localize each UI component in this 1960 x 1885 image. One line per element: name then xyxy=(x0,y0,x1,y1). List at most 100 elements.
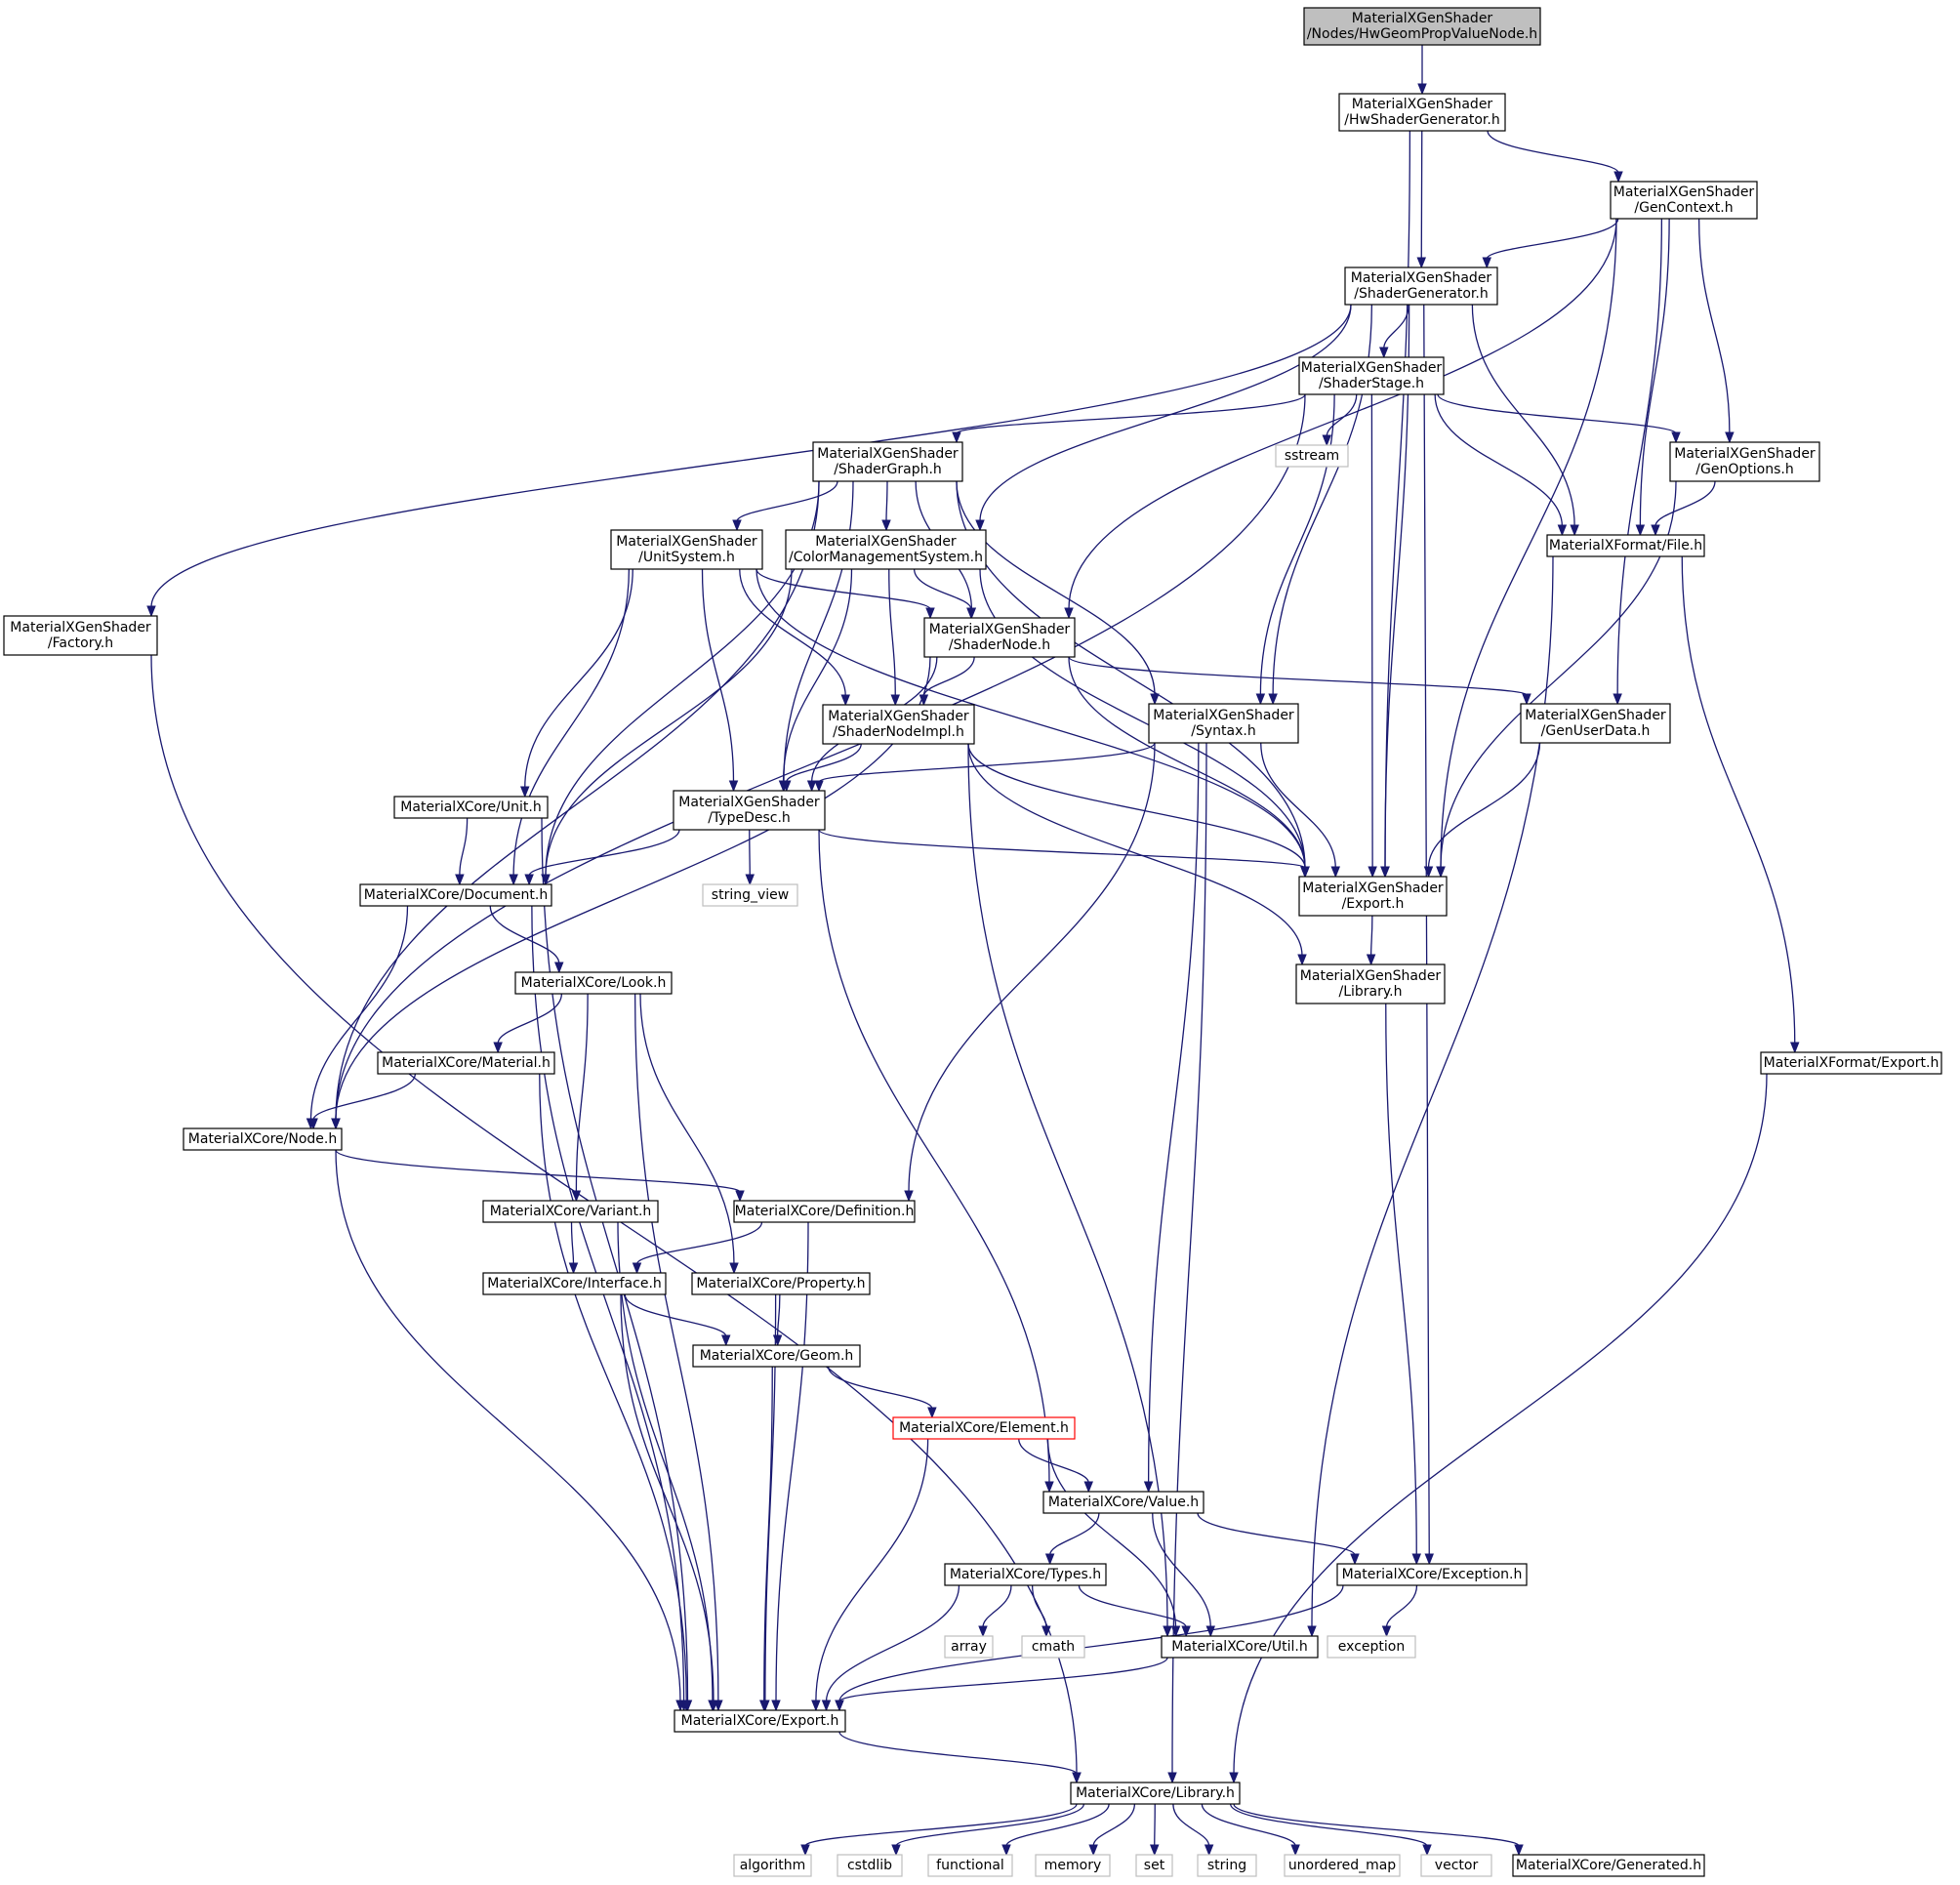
edge-gslib-to-exception xyxy=(1385,1003,1421,1566)
node-element[interactable]: MaterialXCore/Element.h xyxy=(892,1416,1076,1440)
edge-line xyxy=(150,304,1352,608)
node-gud[interactable]: MaterialXGenShader/GenUserData.h xyxy=(1520,703,1671,744)
node-shstage[interactable]: MaterialXGenShader/ShaderStage.h xyxy=(1298,356,1445,395)
edge-line xyxy=(1197,1512,1356,1556)
node-gslib[interactable]: MaterialXGenShader/Library.h xyxy=(1295,963,1446,1004)
edge-line xyxy=(1697,218,1731,434)
node-syntax[interactable]: MaterialXGenShader/Syntax.h xyxy=(1148,703,1299,744)
arrowhead-icon xyxy=(728,780,739,793)
node-box xyxy=(673,790,826,831)
node-label: MaterialXCore/Document.h xyxy=(364,887,548,903)
node-geom[interactable]: MaterialXCore/Geom.h xyxy=(692,1344,861,1368)
node-cstdlib: cstdlib xyxy=(837,1854,903,1877)
edge-line xyxy=(635,1221,763,1265)
edge-line xyxy=(838,1731,1078,1775)
edge-unitsys-to-shnode xyxy=(755,568,935,620)
node-fmtexport[interactable]: MaterialXFormat/Export.h xyxy=(1760,1051,1942,1075)
edge-line xyxy=(749,829,751,877)
node-box xyxy=(785,529,987,570)
node-shgraph[interactable]: MaterialXGenShader/ShaderGraph.h xyxy=(812,441,963,482)
node-factory[interactable]: MaterialXGenShader/Factory.h xyxy=(3,615,158,656)
arrowhead-icon xyxy=(1064,607,1074,620)
edge-snimpl-to-util xyxy=(967,743,1172,1638)
node-unitsys[interactable]: MaterialXGenShader/UnitSystem.h xyxy=(610,529,763,570)
node-document[interactable]: MaterialXCore/Document.h xyxy=(359,883,552,907)
node-genopt[interactable]: MaterialXGenShader/GenOptions.h xyxy=(1669,441,1820,482)
arrowhead-icon xyxy=(1083,1481,1093,1494)
node-filefmt[interactable]: MaterialXFormat/File.h xyxy=(1546,534,1705,557)
node-snimpl[interactable]: MaterialXGenShader/ShaderNodeImpl.h xyxy=(822,704,975,745)
node-hwsg[interactable]: MaterialXGenShader/HwShaderGenerator.h xyxy=(1338,93,1506,132)
node-coreexport[interactable]: MaterialXCore/Export.h xyxy=(674,1709,846,1733)
node-corelib[interactable]: MaterialXCore/Library.h xyxy=(1070,1782,1241,1805)
node-variant[interactable]: MaterialXCore/Variant.h xyxy=(482,1200,659,1223)
node-node[interactable]: MaterialXCore/Node.h xyxy=(183,1127,343,1151)
node-label: /ShaderGenerator.h xyxy=(1354,286,1488,302)
arrowhead-icon xyxy=(745,874,755,886)
edge-corelib-to-vector xyxy=(1229,1803,1432,1857)
edge-line xyxy=(1486,218,1619,260)
node-cms[interactable]: MaterialXGenShader/ColorManagementSystem… xyxy=(785,529,987,570)
node-material[interactable]: MaterialXCore/Material.h xyxy=(377,1051,555,1075)
arrowhead-icon xyxy=(1001,1844,1011,1857)
edge-document-to-coreexport xyxy=(531,905,689,1712)
node-label: MaterialXGenShader xyxy=(817,446,959,462)
edge-unit-to-coreexport xyxy=(541,817,693,1712)
edge-line xyxy=(888,568,896,697)
node-label: MaterialXGenShader xyxy=(1352,11,1493,26)
edge-line xyxy=(1437,393,1677,434)
edge-line xyxy=(1154,1803,1156,1847)
node-typedesc[interactable]: MaterialXGenShader/TypeDesc.h xyxy=(673,790,826,831)
edge-line xyxy=(1031,1584,1047,1628)
edge-look-to-variant xyxy=(571,993,589,1203)
arrowhead-icon xyxy=(1350,1553,1360,1566)
edge-line xyxy=(1434,393,1564,527)
node-shgen[interactable]: MaterialXGenShader/ShaderGenerator.h xyxy=(1344,266,1498,306)
node-definition[interactable]: MaterialXCore/Definition.h xyxy=(733,1200,916,1223)
edge-types-to-array xyxy=(978,1584,1012,1638)
edge-line xyxy=(497,993,563,1045)
node-generated[interactable]: MaterialXCore/Generated.h xyxy=(1512,1854,1705,1877)
arrowhead-icon xyxy=(978,1625,988,1638)
node-label: MaterialXCore/Exception.h xyxy=(1342,1567,1523,1582)
node-types[interactable]: MaterialXCore/Types.h xyxy=(944,1563,1107,1586)
edge-line xyxy=(956,480,1306,869)
node-box xyxy=(514,971,673,995)
arrowhead-icon xyxy=(927,1407,937,1419)
node-box xyxy=(482,1200,659,1223)
edge-line xyxy=(335,1149,741,1193)
edge-cms-to-typedesc xyxy=(778,568,853,793)
edge-filefmt-to-util xyxy=(1307,555,1554,1638)
node-root[interactable]: MaterialXGenShader/Nodes/HwGeomPropValue… xyxy=(1303,7,1541,46)
node-unit[interactable]: MaterialXCore/Unit.h xyxy=(393,796,549,819)
edge-document-to-look xyxy=(489,905,564,974)
node-label: MaterialXGenShader xyxy=(929,622,1071,637)
node-box xyxy=(927,1854,1013,1877)
node-label: /ShaderGraph.h xyxy=(834,462,942,477)
arrowhead-icon xyxy=(1041,1625,1051,1638)
nodes-layer: MaterialXGenShader/Nodes/HwGeomPropValue… xyxy=(3,7,1942,1877)
node-property[interactable]: MaterialXCore/Property.h xyxy=(691,1272,871,1295)
node-gsexport[interactable]: MaterialXGenShader/Export.h xyxy=(1298,876,1448,917)
edge-line xyxy=(913,568,972,610)
edge-line xyxy=(1068,656,1306,869)
arrowhead-icon xyxy=(1522,693,1531,706)
edge-line xyxy=(1171,742,1207,1775)
arrowhead-icon xyxy=(1570,524,1579,537)
edge-unitsys-to-typedesc xyxy=(701,568,739,793)
node-look[interactable]: MaterialXCore/Look.h xyxy=(514,971,673,995)
arrowhead-icon xyxy=(1307,1625,1317,1638)
node-util[interactable]: MaterialXCore/Util.h xyxy=(1161,1635,1319,1659)
edge-line xyxy=(312,1073,417,1121)
arrowhead-icon xyxy=(1322,434,1331,447)
node-genctx[interactable]: MaterialXGenShader/GenContext.h xyxy=(1610,181,1758,220)
node-value[interactable]: MaterialXCore/Value.h xyxy=(1042,1491,1205,1514)
edge-line xyxy=(489,905,560,964)
node-box xyxy=(1546,534,1705,557)
node-shnode[interactable]: MaterialXGenShader/ShaderNode.h xyxy=(923,617,1076,658)
node-exception[interactable]: MaterialXCore/Exception.h xyxy=(1336,1563,1528,1586)
edge-line xyxy=(1260,742,1336,869)
node-box xyxy=(1336,1563,1528,1586)
edge-definition-to-interface xyxy=(632,1221,763,1275)
node-interface[interactable]: MaterialXCore/Interface.h xyxy=(482,1272,667,1295)
